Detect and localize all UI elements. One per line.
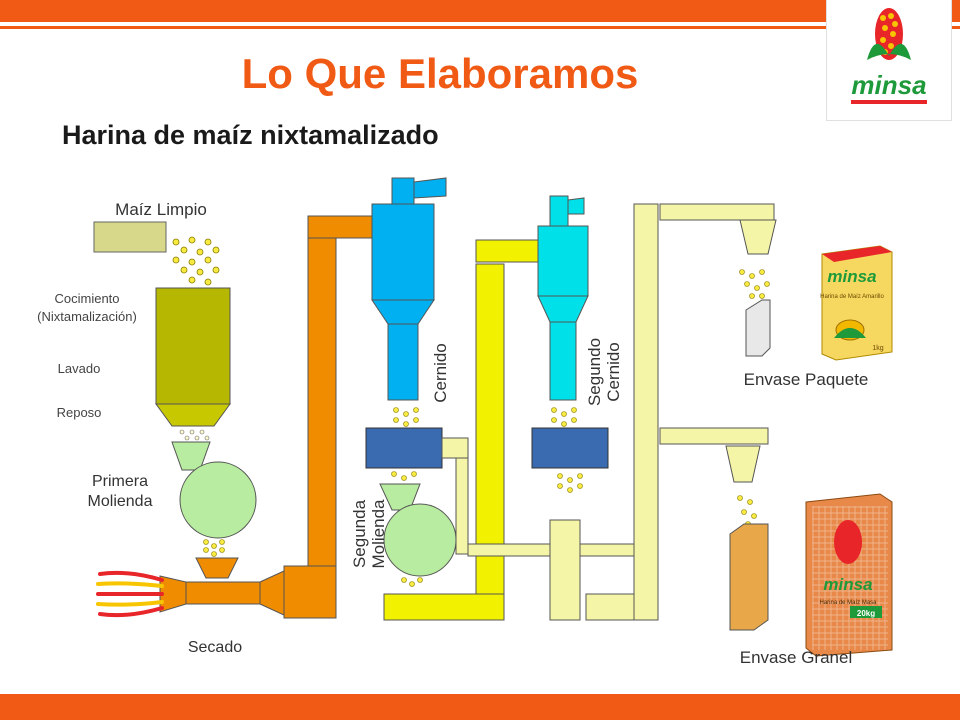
label-segundo-cernido: Segundo Cernido (585, 337, 623, 407)
label-primera-molienda: Primera Molienda (87, 473, 153, 510)
blue-cyclone-spout (413, 177, 447, 199)
cyan-cyclone-inlet (549, 195, 569, 227)
bulk-hopper (725, 445, 761, 483)
svg-text:20kg: 20kg (857, 609, 875, 618)
bottom-accent-bar (0, 694, 960, 720)
svg-text:minsa: minsa (827, 267, 876, 286)
cream-mid-duct (659, 427, 769, 445)
grain-drops-second-sifter (557, 473, 583, 493)
grain-drops-tank (179, 429, 210, 441)
bulk-box (729, 523, 769, 631)
second-sifter (531, 427, 609, 469)
grain-drops-blue-cyclone (393, 407, 419, 427)
svg-text:1kg: 1kg (872, 345, 883, 352)
blue-cyclone (371, 203, 435, 301)
cream-riser (633, 203, 659, 621)
label-segunda-molienda: Segunda Molienda (350, 499, 388, 569)
label-maiz-limpio: Maíz Limpio (115, 200, 207, 219)
yellow-top-duct (475, 239, 541, 263)
orange-top-duct (307, 215, 373, 239)
page-subtitle: Harina de maíz nixtamalizado (62, 120, 439, 150)
label-cocimiento: Cocimiento (Nixtamalización) (37, 291, 137, 324)
label-lavado: Lavado (57, 361, 101, 376)
flames (96, 570, 164, 618)
flour-sack-20kg: minsa Harina de Maíz Masa 20kg (805, 493, 893, 657)
dryer-chamber (283, 565, 337, 619)
dryer-expander (259, 569, 287, 617)
grain-drops-bulk (737, 495, 757, 527)
yellow-bottom-duct (383, 593, 505, 621)
corn-icon (867, 8, 911, 60)
grain-drops-first-mill (203, 539, 225, 557)
cooking-tank (155, 287, 231, 405)
flour-package-1kg: minsa Harina de Maíz Amarillo 1kg (820, 245, 893, 361)
page-title: Lo Que Elaboramos (241, 50, 639, 97)
tank-cone (155, 403, 231, 427)
grain-drops-package (739, 269, 770, 299)
top-accent-line (0, 26, 960, 29)
cyan-cyclone-spout (567, 197, 585, 215)
grain-drops-second-mill (401, 577, 423, 587)
dryer-hopper (195, 557, 239, 579)
small-package-box (745, 299, 771, 357)
label-secado: Secado (187, 639, 243, 656)
dryer-duct (185, 581, 261, 605)
label-envase-paquete: Envase Paquete (743, 370, 869, 389)
clean-corn-bin (93, 221, 167, 253)
cyan-cyclone-outlet (549, 321, 577, 401)
svg-text:Harina de Maíz Masa: Harina de Maíz Masa (819, 600, 877, 606)
cream-collector (549, 519, 581, 621)
logo-wordmark: minsa (851, 70, 926, 100)
cyan-cyclone (537, 225, 589, 297)
corn-kernels-feed (172, 236, 220, 286)
first-sifter-down-pipe (455, 457, 469, 555)
label-envase-granel: Envase Granel (739, 648, 853, 667)
blue-cyclone-inlet (391, 177, 415, 205)
second-mill (383, 503, 457, 577)
svg-text:Harina de Maíz Amarillo: Harina de Maíz Amarillo (820, 294, 884, 300)
svg-text:minsa: minsa (823, 575, 872, 594)
first-mill (179, 461, 257, 539)
cyan-cyclone-cone (537, 295, 589, 323)
brand-logo: minsa (826, 0, 952, 121)
label-cernido: Cernido (431, 343, 450, 403)
first-sifter-connector (441, 437, 469, 459)
grain-drops-first-sifter (391, 471, 417, 481)
cream-top-duct (659, 203, 775, 221)
label-reposo: Reposo (56, 405, 102, 420)
blue-cyclone-outlet (387, 323, 419, 401)
top-accent-bar (0, 0, 960, 22)
yellow-riser (475, 263, 505, 595)
blue-cyclone-cone (371, 299, 435, 325)
grain-drops-cyan-cyclone (551, 407, 577, 427)
first-sifter (365, 427, 443, 469)
package-hopper (739, 219, 777, 255)
orange-riser (307, 215, 337, 567)
